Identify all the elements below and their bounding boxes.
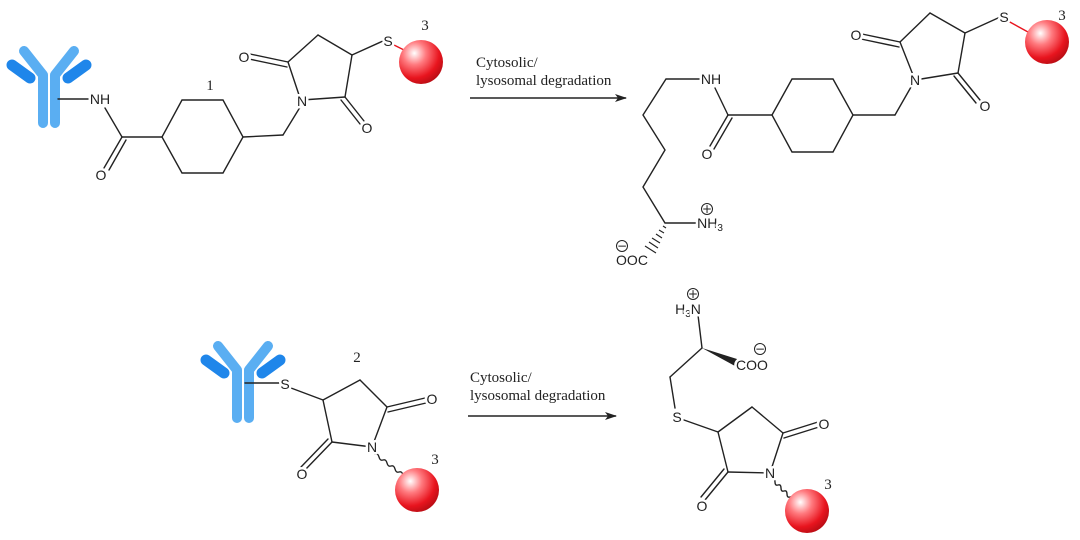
atom-o: O	[697, 498, 708, 514]
arrow-label-line2: lysosomal degradation	[470, 388, 606, 404]
payload-sphere-icon	[399, 40, 443, 84]
bonds	[57, 34, 384, 174]
product-1: NH O N O O S NH3 + OOC − 3	[614, 7, 1069, 271]
arrow-label-line1: Cytosolic/	[476, 55, 539, 71]
charge-circle	[687, 288, 699, 300]
atom-n: N	[297, 93, 307, 109]
charge-circle	[754, 343, 766, 355]
antibody-icon	[206, 346, 280, 418]
hashed-bond	[644, 225, 667, 254]
atom-coo: COO	[736, 357, 768, 373]
atom-nh: NH	[701, 71, 721, 87]
payload-sphere-icon	[395, 468, 439, 512]
wavy-bond	[374, 453, 408, 479]
atom-o: O	[96, 167, 107, 183]
atom-o: O	[819, 416, 830, 432]
atom-n: N	[765, 465, 775, 481]
wedge-bond	[702, 348, 737, 366]
payload-label: 3	[421, 18, 429, 34]
atom-ooc: OOC	[616, 252, 648, 268]
arrow-label-line1: Cytosolic/	[470, 370, 533, 386]
reaction-arrow-top: Cytosolic/ lysosomal degradation	[470, 55, 627, 102]
arrow-label-line2: lysosomal degradation	[476, 73, 612, 89]
atom-s: S	[383, 33, 392, 49]
atom-o: O	[362, 120, 373, 136]
payload-label: 3	[431, 452, 439, 468]
atom-o: O	[851, 27, 862, 43]
atom-s: S	[672, 409, 681, 425]
payload-sphere-icon	[785, 489, 829, 533]
atom-n: N	[910, 72, 920, 88]
atom-o: O	[297, 466, 308, 482]
negative-charge: −	[617, 239, 627, 253]
antibody-icon	[12, 51, 86, 123]
atom-nh3: NH3	[697, 215, 723, 234]
payload-sphere-icon	[1025, 20, 1069, 64]
positive-charge: +	[702, 202, 712, 216]
compound-label: 1	[206, 78, 214, 94]
reaction-arrow-bottom: Cytosolic/ lysosomal degradation	[468, 370, 617, 420]
atom-s: S	[999, 9, 1008, 25]
bonds	[642, 12, 999, 224]
charge-circle	[616, 240, 628, 252]
bonds	[669, 314, 820, 504]
charge-circle	[701, 203, 713, 215]
bonds	[244, 379, 427, 479]
atom-nh: NH	[90, 91, 110, 107]
atom-s: S	[280, 376, 289, 392]
product-2: H3N + COO − S O N O 3	[669, 287, 832, 533]
atom-o: O	[980, 98, 991, 114]
reactant-2: S O N O 2 3	[206, 346, 440, 512]
positive-charge: +	[688, 287, 698, 301]
compound-label: 2	[353, 350, 361, 366]
negative-charge: −	[755, 342, 765, 356]
payload-label: 3	[1058, 8, 1066, 24]
atom-o: O	[427, 391, 438, 407]
reactant-1: NH O N O O S 1 3	[12, 18, 443, 186]
atom-n: N	[367, 439, 377, 455]
atom-o: O	[702, 146, 713, 162]
atom-o: O	[239, 49, 250, 65]
atom-h3n: H3N	[675, 301, 701, 320]
payload-label: 3	[824, 477, 832, 493]
